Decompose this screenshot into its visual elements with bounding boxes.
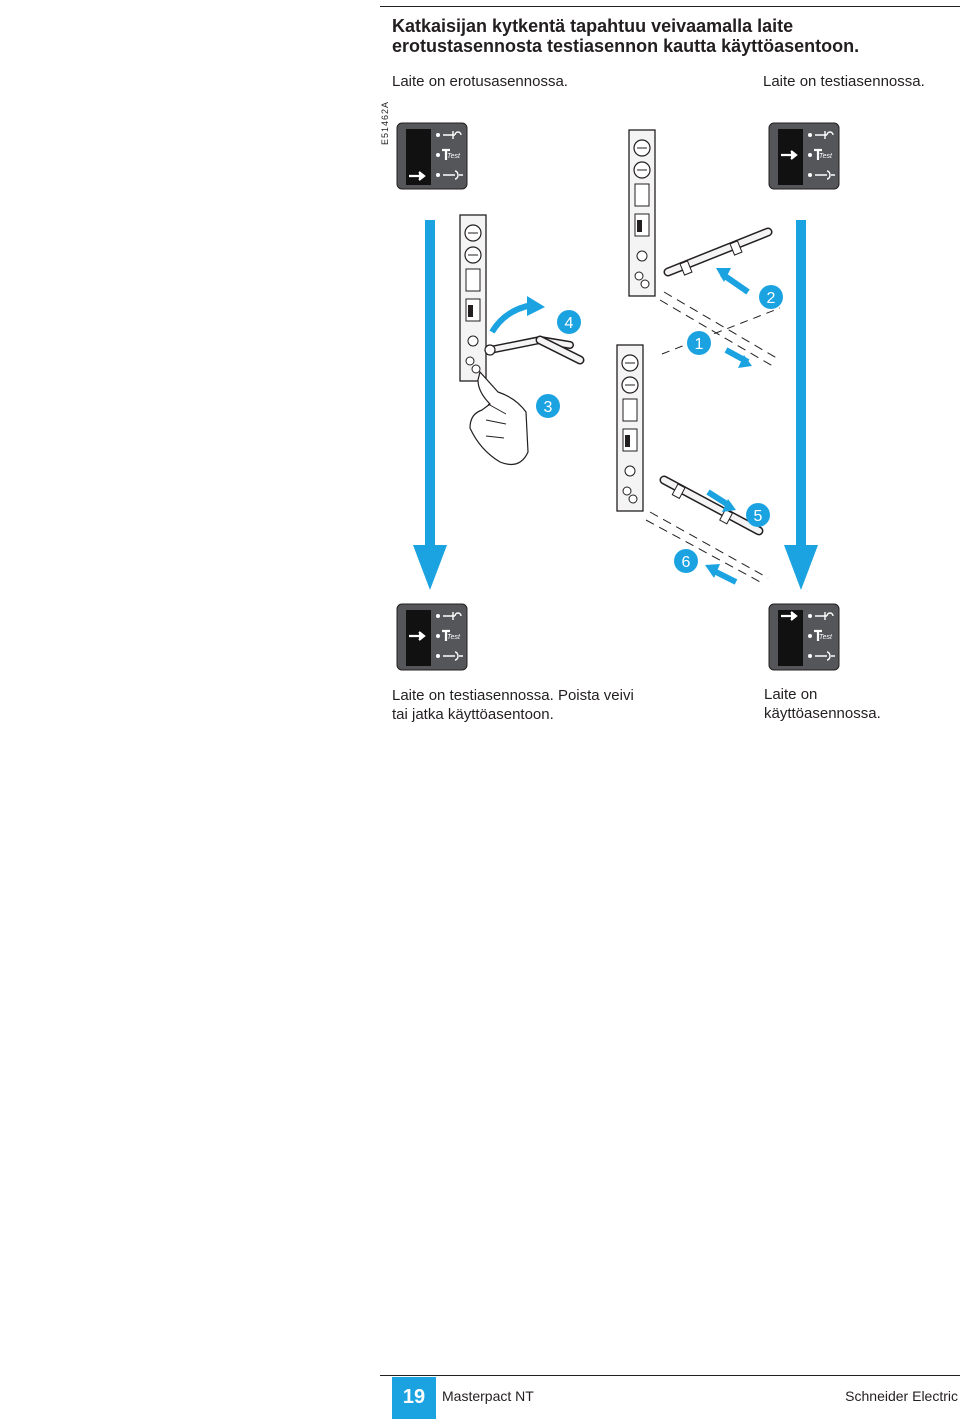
svg-text:6: 6 [682, 554, 691, 571]
rotate-arrow-head [527, 296, 545, 316]
arrow-in-bottom [706, 489, 736, 512]
step-badge-4: 4 [557, 310, 581, 334]
caption-connected: Laite on käyttöasennossa. [764, 685, 881, 723]
svg-text:3: 3 [544, 399, 553, 416]
arrow-out-bottom [705, 564, 738, 585]
indicator-test-label: Test [447, 634, 461, 641]
caption-disconnected: Laite on erotusasennossa. [392, 73, 568, 90]
rotate-arrow [489, 302, 533, 334]
footer-rule [380, 1375, 960, 1376]
caption-connected-line-2: käyttöasennossa. [764, 705, 881, 722]
step-badge-3: 3 [536, 394, 560, 418]
svg-text:2: 2 [767, 290, 776, 307]
svg-text:4: 4 [565, 315, 574, 332]
page-heading: Katkaisijan kytkentä tapahtuu veivaamall… [392, 16, 952, 56]
top-rule [380, 6, 960, 7]
caption-test-bottom-line-1: Laite on testiasennossa. Poista veivi [392, 687, 634, 704]
arrow-in-top [724, 347, 752, 368]
rail-test-top [628, 129, 656, 297]
caption-test-bottom: Laite on testiasennossa. Poista veivi ta… [392, 686, 634, 724]
svg-text:5: 5 [754, 508, 763, 525]
step-badge-1: 1 [687, 331, 711, 355]
heading-line-2: erotustasennosta testiasennon kautta käy… [392, 36, 860, 56]
indicator-test-label: Test [447, 153, 461, 160]
svg-text:1: 1 [695, 336, 704, 353]
rod-bottom [662, 454, 759, 558]
indicator-test-label: Test [819, 153, 833, 160]
dashed-rod-top [659, 291, 781, 369]
caption-connected-line-1: Laite on [764, 686, 818, 703]
brand-name: Schneider Electric [845, 1388, 958, 1404]
rail-crank [459, 214, 487, 382]
crank-handle [484, 335, 585, 365]
indicator-test-label: Test [819, 634, 833, 641]
page-number: 19 [392, 1377, 436, 1419]
step-badge-2: 2 [759, 285, 783, 309]
down-arrow-right [784, 220, 818, 590]
step-badge-6: 6 [674, 549, 698, 573]
heading-line-1: Katkaisijan kytkentä tapahtuu veivaamall… [392, 16, 794, 36]
caption-test-bottom-line-2: tai jatka käyttöasentoon. [392, 706, 554, 723]
hand-icon [469, 370, 529, 465]
rail-test-bottom [616, 344, 644, 512]
caption-test-top: Laite on testiasennossa. [763, 73, 925, 90]
step-badge-5: 5 [746, 503, 770, 527]
dashed-rod-bottom [645, 511, 769, 585]
arrow-out-top [716, 268, 750, 295]
document-title: Masterpact NT [442, 1388, 534, 1404]
down-arrow-left [413, 220, 447, 590]
